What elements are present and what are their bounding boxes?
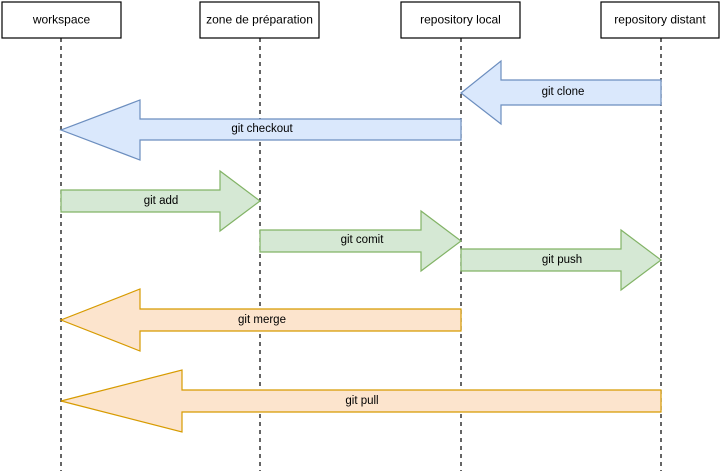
arrow-shape-git-pull — [60, 369, 662, 433]
arrow-shape-git-comit — [259, 209, 462, 273]
lane-box-staging — [199, 1, 320, 39]
lane-label-local-repo: repository local — [420, 13, 501, 27]
arrows-group: git clone git checkout git add git comit git… — [59, 59, 662, 433]
arrow-label-git-pull: git pull — [345, 395, 378, 407]
lane-label-remote-repo: repository distant — [614, 13, 706, 27]
arrow-git-merge[interactable]: git merge — [59, 288, 462, 352]
arrow-shape-git-clone — [460, 59, 662, 126]
arrow-git-pull[interactable]: git pull — [60, 369, 662, 433]
arrow-git-clone[interactable]: git clone — [460, 59, 662, 126]
arrow-git-push[interactable]: git push — [460, 228, 662, 292]
lane-header-remote-repo[interactable]: repository distant — [600, 1, 720, 39]
arrow-git-checkout[interactable]: git checkout — [59, 99, 462, 161]
arrow-label-git-merge: git merge — [238, 314, 286, 326]
arrow-label-git-add: git add — [144, 195, 179, 207]
lane-headers-group: workspace zone de préparation repository l… — [1, 1, 720, 39]
lane-header-staging[interactable]: zone de préparation — [199, 1, 320, 39]
lane-header-workspace[interactable]: workspace — [1, 1, 122, 39]
arrow-shape-git-merge — [59, 288, 462, 352]
arrow-shape-git-checkout — [59, 99, 462, 161]
lane-label-staging: zone de préparation — [206, 13, 313, 27]
lane-box-remote-repo — [600, 1, 720, 39]
arrow-label-git-comit: git comit — [341, 234, 385, 246]
arrow-label-git-clone: git clone — [542, 86, 585, 98]
lane-box-local-repo — [400, 1, 521, 39]
lane-header-local-repo[interactable]: repository local — [400, 1, 521, 39]
arrow-label-git-push: git push — [542, 254, 582, 266]
arrow-shape-git-push — [460, 228, 662, 292]
arrow-label-git-checkout: git checkout — [231, 123, 293, 135]
arrow-git-comit[interactable]: git comit — [259, 209, 462, 273]
lane-label-workspace: workspace — [32, 13, 91, 27]
arrow-git-add[interactable]: git add — [60, 169, 261, 233]
lane-box-workspace — [1, 1, 122, 39]
arrow-shape-git-add — [60, 169, 261, 233]
